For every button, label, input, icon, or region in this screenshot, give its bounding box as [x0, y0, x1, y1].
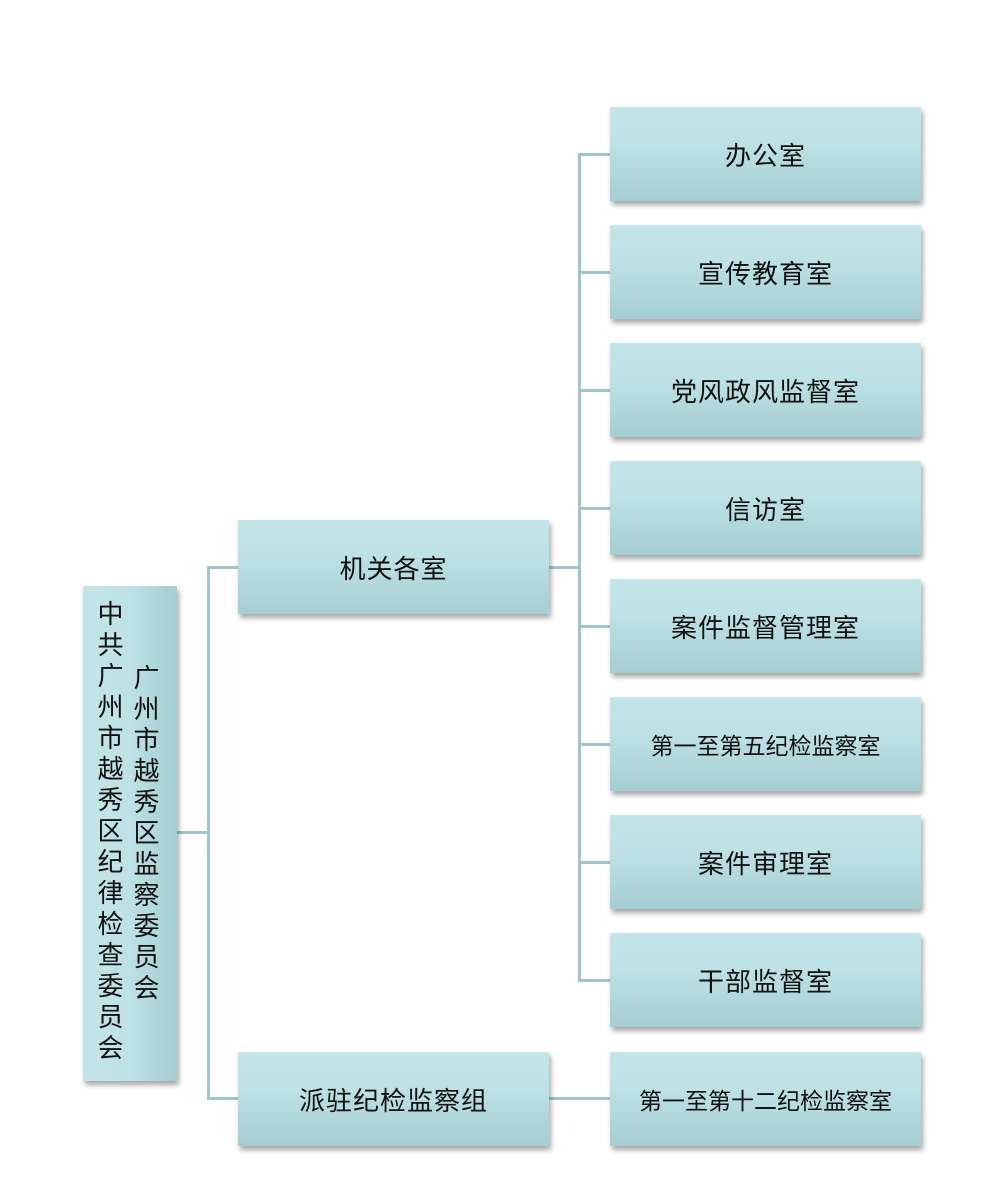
office-node: 第一至第五纪检监察室 [610, 697, 921, 791]
connector-office [578, 861, 610, 864]
root-node: 中共广州市越秀区纪律检查委员会 广州市越秀区监察委员会 [83, 586, 177, 1081]
connector-office [578, 979, 610, 982]
connector-stationed [549, 1097, 610, 1100]
connector-office [578, 507, 610, 510]
office-node: 办公室 [610, 107, 921, 201]
office-node: 案件监督管理室 [610, 579, 921, 673]
connector-offices-trunk [578, 153, 581, 982]
office-node: 干部监督室 [610, 933, 921, 1027]
connector-branch-2 [207, 1097, 238, 1100]
stationed-office-node: 第一至第十二纪检监察室 [610, 1052, 921, 1146]
office-node: 党风政风监督室 [610, 343, 921, 437]
connector-branch-1 [207, 566, 238, 569]
office-node: 宣传教育室 [610, 225, 921, 319]
office-node: 信访室 [610, 461, 921, 555]
root-label-supervision: 广州市越秀区监察委员会 [129, 664, 159, 1005]
branch-node-stationed: 派驻纪检监察组 [238, 1052, 549, 1146]
connector-office [578, 153, 610, 156]
connector-root [177, 831, 209, 834]
branch-node-offices: 机关各室 [238, 520, 549, 614]
connector-offices-stem [549, 566, 580, 569]
connector-office [578, 271, 610, 274]
connector-branch-trunk [207, 566, 210, 1100]
connector-office [578, 743, 610, 746]
office-node: 案件审理室 [610, 815, 921, 909]
connector-office [578, 389, 610, 392]
root-label-party: 中共广州市越秀区纪律检查委员会 [93, 600, 123, 1065]
connector-office [578, 625, 610, 628]
